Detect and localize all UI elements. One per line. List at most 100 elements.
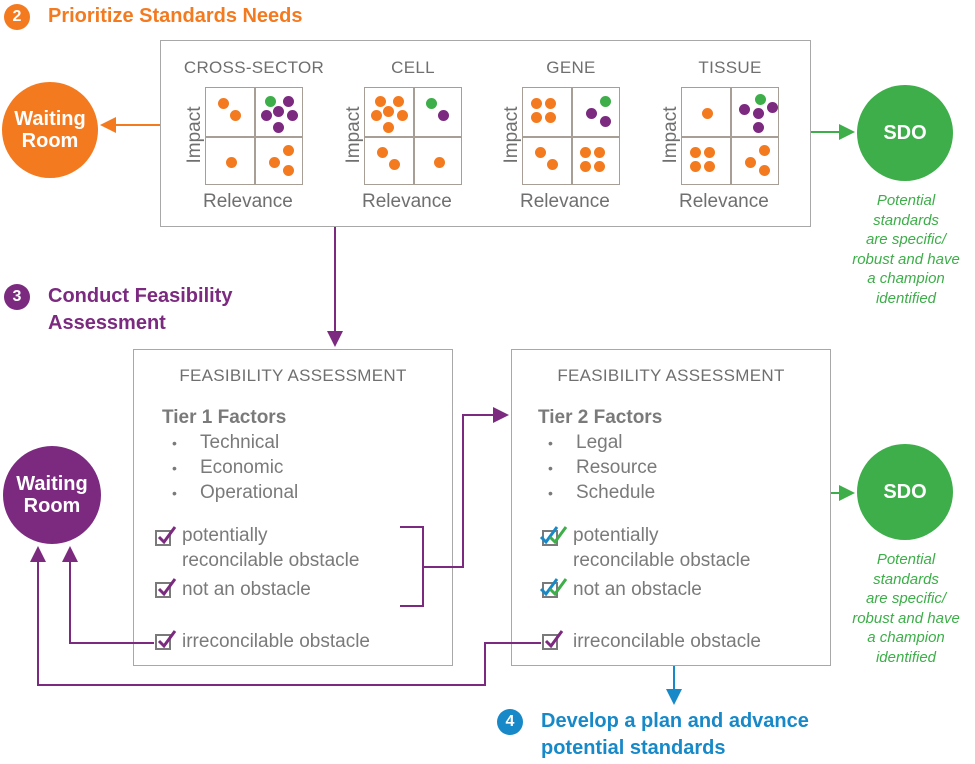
- check-icon: [157, 578, 177, 597]
- note-line: a champion: [867, 270, 945, 287]
- dot-purple: [586, 108, 597, 119]
- bullet: •: [548, 460, 553, 476]
- dot-orange: [383, 106, 394, 117]
- step-4-title-line1: Develop a plan and advance: [541, 710, 809, 732]
- tier1-factor: • Economic: [172, 457, 283, 479]
- note-line: robust and have: [852, 250, 960, 268]
- dot-green: [265, 96, 276, 107]
- tier2-outcome-irreconcilable: irreconcilable obstacle: [573, 631, 761, 652]
- check-blue-green-icon: [539, 526, 568, 545]
- matrix-title: TISSUE: [698, 58, 762, 77]
- sdo-top: SDO: [857, 85, 953, 181]
- note-line: robust and have: [852, 609, 960, 627]
- dot-orange: [377, 147, 388, 158]
- sdo-top-note: Potential standards are specific/ robust…: [836, 191, 975, 308]
- check-blue-green-icon: [539, 578, 568, 597]
- dot-orange: [690, 161, 701, 172]
- axis-label-relevance: Relevance: [520, 191, 610, 212]
- outcome-line: potentially: [182, 525, 268, 546]
- tier2-factor: • Legal: [548, 432, 623, 454]
- tier1-box: FEASIBILITY ASSESSMENT Tier 1 Factors •T…: [133, 349, 453, 666]
- outcome-line: potentially: [573, 525, 659, 546]
- note-line: identified: [875, 648, 937, 666]
- tier1-title: Tier 1 Factors: [162, 407, 287, 428]
- dot-orange: [704, 147, 715, 158]
- factor-label: Resource: [576, 457, 658, 478]
- dot-purple: [438, 110, 449, 121]
- grid-line: [682, 136, 778, 138]
- dot-orange: [531, 112, 542, 123]
- dot-purple: [753, 122, 764, 133]
- tier1-header: FEASIBILITY ASSESSMENT: [179, 366, 407, 385]
- grid-line: [523, 136, 619, 138]
- note-line: standards: [873, 211, 939, 229]
- waiting-room-bottom-line1: Waiting: [16, 473, 88, 495]
- dot-orange: [745, 157, 756, 168]
- tier1-outcome-not-obstacle: not an obstacle: [182, 579, 311, 600]
- dot-orange: [545, 98, 556, 109]
- tier2-header: FEASIBILITY ASSESSMENT: [557, 366, 785, 385]
- dot-purple: [767, 102, 778, 113]
- dot-orange: [371, 110, 382, 121]
- axis-label-impact: Impact: [501, 106, 522, 164]
- bullet: •: [172, 435, 177, 451]
- checkbox-icon: [155, 530, 171, 546]
- dot-orange: [283, 165, 294, 176]
- dot-purple: [600, 116, 611, 127]
- outcome-line: reconcilable obstacle: [573, 550, 751, 571]
- dot-orange: [594, 161, 605, 172]
- bullet: •: [172, 460, 177, 476]
- step-2-badge: 2: [4, 4, 30, 30]
- dot-orange: [690, 147, 701, 158]
- dot-orange: [702, 108, 713, 119]
- dot-orange: [580, 147, 591, 158]
- dot-purple: [287, 110, 298, 121]
- dot-orange: [704, 161, 715, 172]
- dot-orange: [594, 147, 605, 158]
- tier2-outcome-not-obstacle: not an obstacle: [573, 579, 702, 600]
- matrix-grid: [681, 87, 779, 185]
- bullet: •: [548, 435, 553, 451]
- factor-label: Legal: [576, 432, 623, 453]
- matrix-title: CELL: [391, 58, 435, 77]
- dot-orange: [580, 161, 591, 172]
- tier1-factor: •Technical: [172, 432, 279, 454]
- outcome-line: reconcilable obstacle: [182, 550, 360, 571]
- grid-line: [365, 136, 461, 138]
- note-line: standards: [873, 570, 939, 588]
- axis-label-relevance: Relevance: [362, 191, 452, 212]
- dot-green: [426, 98, 437, 109]
- tier1-outcome-irreconcilable: irreconcilable obstacle: [182, 631, 370, 652]
- factor-label: Operational: [200, 482, 299, 503]
- factor-label: Economic: [200, 457, 284, 478]
- prioritize-box: [160, 40, 811, 227]
- axis-label-relevance: Relevance: [679, 191, 769, 212]
- dot-purple: [283, 96, 294, 107]
- step-3-title-line2: Assessment: [48, 312, 166, 334]
- dot-purple: [273, 106, 284, 117]
- dot-green: [600, 96, 611, 107]
- step-3-title-line1: Conduct Feasibility: [48, 285, 233, 307]
- dot-orange: [389, 159, 400, 170]
- bullet: •: [172, 485, 177, 501]
- dot-purple: [261, 110, 272, 121]
- tier2-factor: • Resource: [548, 457, 657, 479]
- dot-green: [755, 94, 766, 105]
- dot-orange: [226, 157, 237, 168]
- waiting-room-bottom-line2: Room: [23, 495, 81, 517]
- matrix-grid: [205, 87, 303, 185]
- dot-orange: [230, 110, 241, 121]
- tier2-box: FEASIBILITY ASSESSMENT Tier 2 Factors •L…: [511, 349, 831, 666]
- dot-purple: [739, 104, 750, 115]
- axis-label-relevance: Relevance: [203, 191, 293, 212]
- dot-orange: [434, 157, 445, 168]
- check-icon: [157, 630, 177, 649]
- tier1-factor: • Operational: [172, 482, 298, 504]
- sdo-top-label: SDO: [883, 122, 927, 144]
- tier1-outcome-potentially: potentially reconcilable obstacle: [182, 523, 359, 573]
- grid-line: [206, 136, 302, 138]
- dot-purple: [273, 122, 284, 133]
- note-line: are specific/: [865, 590, 947, 607]
